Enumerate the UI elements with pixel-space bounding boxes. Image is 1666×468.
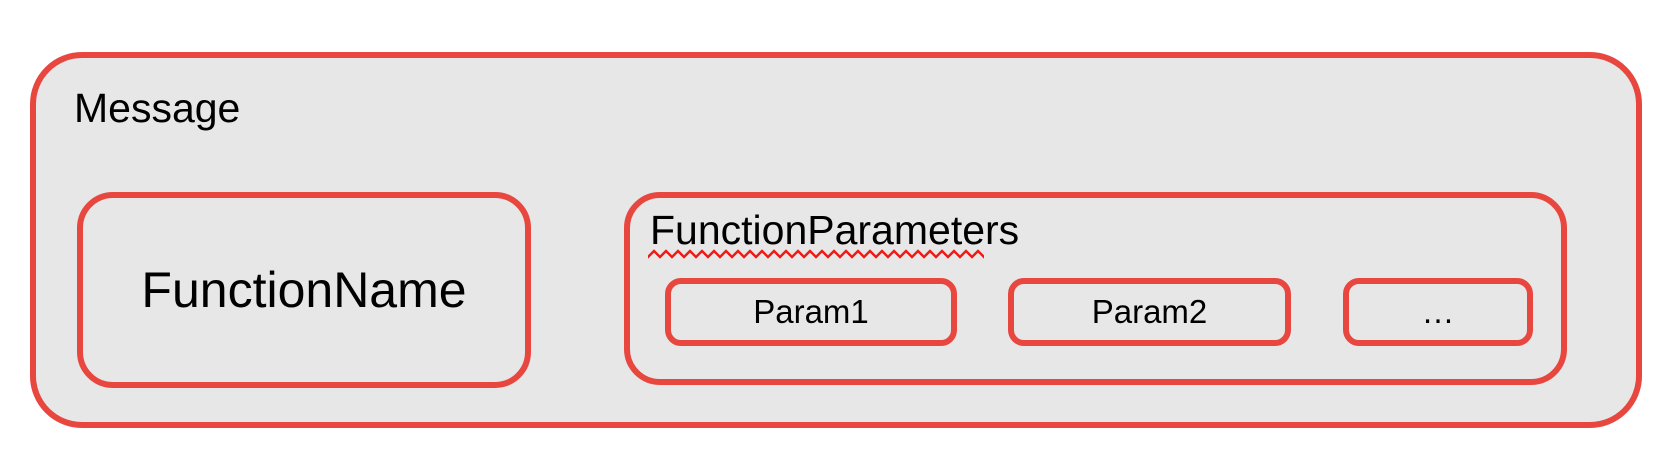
message-label: Message xyxy=(74,85,241,131)
param2-label: Param2 xyxy=(1091,293,1208,330)
param2-box: Param2 xyxy=(1008,278,1291,346)
function-parameters-label: FunctionParameters xyxy=(650,207,1020,253)
function-name-label: FunctionName xyxy=(141,262,467,318)
function-parameters-box: FunctionParameters Param1 Param2 … xyxy=(624,192,1567,385)
ellipsis-params-box: … xyxy=(1343,278,1533,346)
function-name-box: FunctionName xyxy=(77,192,531,388)
param1-label: Param1 xyxy=(753,293,869,330)
message-container-box: Message FunctionName FunctionParameters … xyxy=(30,52,1642,428)
spellcheck-squiggle-underline xyxy=(648,249,984,259)
param1-box: Param1 xyxy=(665,278,957,346)
ellipsis-label: … xyxy=(1421,293,1455,330)
